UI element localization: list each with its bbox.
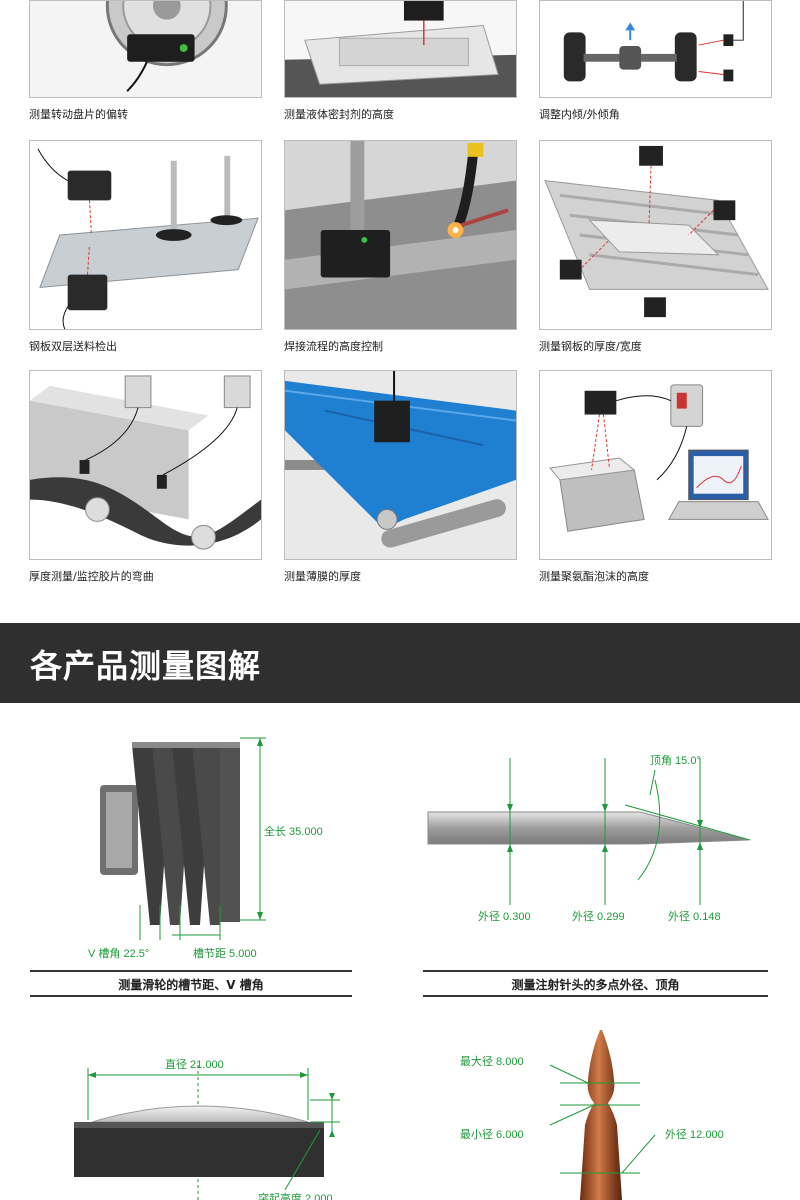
rotating-disc-sensor-illustration	[29, 0, 262, 98]
ampoule-min-label: 最小径 6.000	[460, 1129, 524, 1141]
pulley-length-label: 全长 35.000	[264, 826, 323, 838]
lens-diagram	[70, 1060, 350, 1200]
application-caption: 钢板双层送料检出	[29, 340, 117, 353]
ampoule-od-label: 外径 12.000	[665, 1129, 724, 1141]
lens-protrusion-label: 突起高度 2.000	[258, 1193, 333, 1200]
application-caption: 测量聚氨酯泡沫的高度	[539, 570, 649, 583]
wheel-axle-sensor-illustration	[539, 0, 772, 98]
caption-rule-top	[30, 970, 352, 972]
steel-plate-sensor-illustration	[29, 140, 262, 330]
ampoule-diagram	[540, 1025, 670, 1200]
application-caption: 测量转动盘片的偏转	[29, 108, 128, 121]
needle-od2-label: 外径 0.299	[572, 911, 625, 923]
application-caption: 测量薄膜的厚度	[284, 570, 361, 583]
needle-od1-label: 外径 0.300	[478, 911, 531, 923]
caption-rule-bottom	[30, 995, 352, 997]
welding-sensor-illustration	[284, 140, 517, 330]
application-caption: 调整内倾/外倾角	[539, 108, 620, 121]
application-grid: 测量转动盘片的偏转 测量液体密封剂的高度	[29, 0, 772, 583]
lens-diameter-label: 直径 21.000	[165, 1059, 224, 1071]
roller-conveyor-sensor-illustration	[539, 140, 772, 330]
blue-film-sensor-illustration	[284, 370, 517, 560]
section-banner: 各产品测量图解	[0, 623, 800, 703]
needle-diagram	[420, 740, 770, 910]
ampoule-max-label: 最大径 8.000	[460, 1056, 524, 1068]
section-title: 各产品测量图解	[30, 647, 262, 685]
pulley-caption: 测量滑轮的槽节距、V 槽角	[118, 978, 264, 992]
application-caption: 测量钢板的厚度/宽度	[539, 340, 642, 353]
film-roller-sensor-illustration	[29, 370, 262, 560]
needle-tip-angle-label: 顶角 15.0°	[650, 755, 701, 767]
pulley-angle-label: V 槽角 22.5°	[88, 948, 150, 960]
application-caption: 厚度测量/监控胶片的弯曲	[29, 570, 154, 583]
application-caption: 焊接流程的高度控制	[284, 340, 383, 353]
caption-rule-bottom	[423, 995, 768, 997]
application-caption: 测量液体密封剂的高度	[284, 108, 394, 121]
needle-od3-label: 外径 0.148	[668, 911, 721, 923]
pulley-diagram	[80, 730, 290, 950]
sealant-tray-sensor-illustration	[284, 0, 517, 98]
pulley-pitch-label: 槽节距 5.000	[193, 948, 257, 960]
foam-laptop-sensor-illustration	[539, 370, 772, 560]
caption-rule-top	[423, 970, 768, 972]
needle-caption: 测量注射针头的多点外径、顶角	[511, 978, 680, 992]
